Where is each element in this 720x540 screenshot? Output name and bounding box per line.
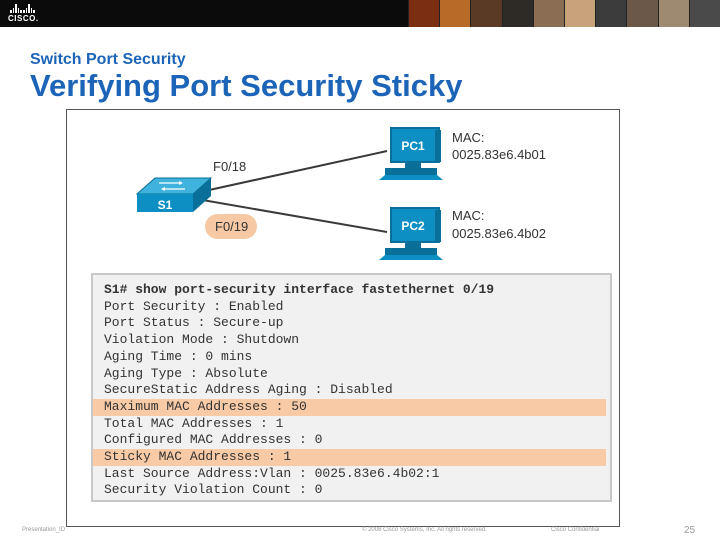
cli-output-line: Configured MAC Addresses : 0 [104,432,323,448]
header-photo-tile [439,0,471,27]
header-photo-tile [688,0,720,27]
header-photo-tile [470,0,502,27]
cli-output-line: Sticky MAC Addresses : 1 [93,449,606,466]
cli-output-line: Violation Mode : Shutdown [104,332,300,348]
link-s1-pc2 [190,197,388,233]
section-title: Switch Port Security [30,51,186,68]
pc1-icon [379,127,443,180]
cli-command-line: S1# show port-security interface fasteth… [104,282,495,297]
cli-output-line: Aging Type : Absolute [104,365,268,381]
header-photo-strip [408,0,720,27]
pc2-mac-address: 0025.83e6.4b02 [452,226,546,241]
pc1-label: PC1 [401,139,425,153]
cli-output-panel: S1# show port-security interface fasteth… [91,273,612,502]
figure-frame: S1 PC1 PC2 F0/18 F0/19 MAC: 0025.83e6.4b… [66,109,620,527]
pc2-icon [379,207,443,260]
pc2-label: PC2 [401,219,425,233]
header-photo-tile [657,0,689,27]
cisco-logo-bars [10,4,44,13]
footer-presentation-id: Presentation_ID [22,527,66,533]
cli-output-line: Port Status : Secure-up [104,315,284,331]
port-f019-label: F0/19 [215,219,249,234]
header-photo-tile [408,0,440,27]
header-bar: CISCO. [0,0,720,27]
cisco-logo-text: CISCO. [8,14,39,23]
port-f019-highlight [205,214,257,239]
header-photo-tile [595,0,627,27]
link-s1-pc1 [190,150,388,195]
cisco-logo: CISCO. [8,4,44,24]
pc1-mac-heading: MAC: [452,130,485,145]
header-photo-tile [564,0,596,27]
cli-output-line: Security Violation Count : 0 [104,482,323,498]
footer-copyright: © 2008 Cisco Systems, Inc. All rights re… [362,527,487,533]
header-photo-tile [501,0,533,27]
port-f018-label: F0/18 [213,159,247,174]
switch-s1-icon [135,177,213,212]
cli-output-line: SecureStatic Address Aging : Disabled [104,382,393,398]
pc1-mac-address: 0025.83e6.4b01 [452,147,546,162]
pc2-mac-heading: MAC: [452,208,485,223]
cli-output-line: Maximum MAC Addresses : 50 [93,398,606,416]
header-photo-tile [532,0,565,27]
topology-diagram: S1 PC1 PC2 [135,127,443,260]
page-number: 25 [684,525,696,536]
slide-title: Verifying Port Security Sticky [30,68,463,103]
header-photo-tile [626,0,658,27]
cli-output-line: Aging Time : 0 mins [104,348,253,364]
switch-s1-label: S1 [158,198,173,212]
cli-output-line: Total MAC Addresses : 1 [104,415,284,431]
cli-output-line: Port Security : Enabled [104,298,284,314]
cli-output-line: Last Source Address:Vlan : 0025.83e6.4b0… [104,465,440,481]
footer-confidential: Cisco Confidential [551,527,600,533]
